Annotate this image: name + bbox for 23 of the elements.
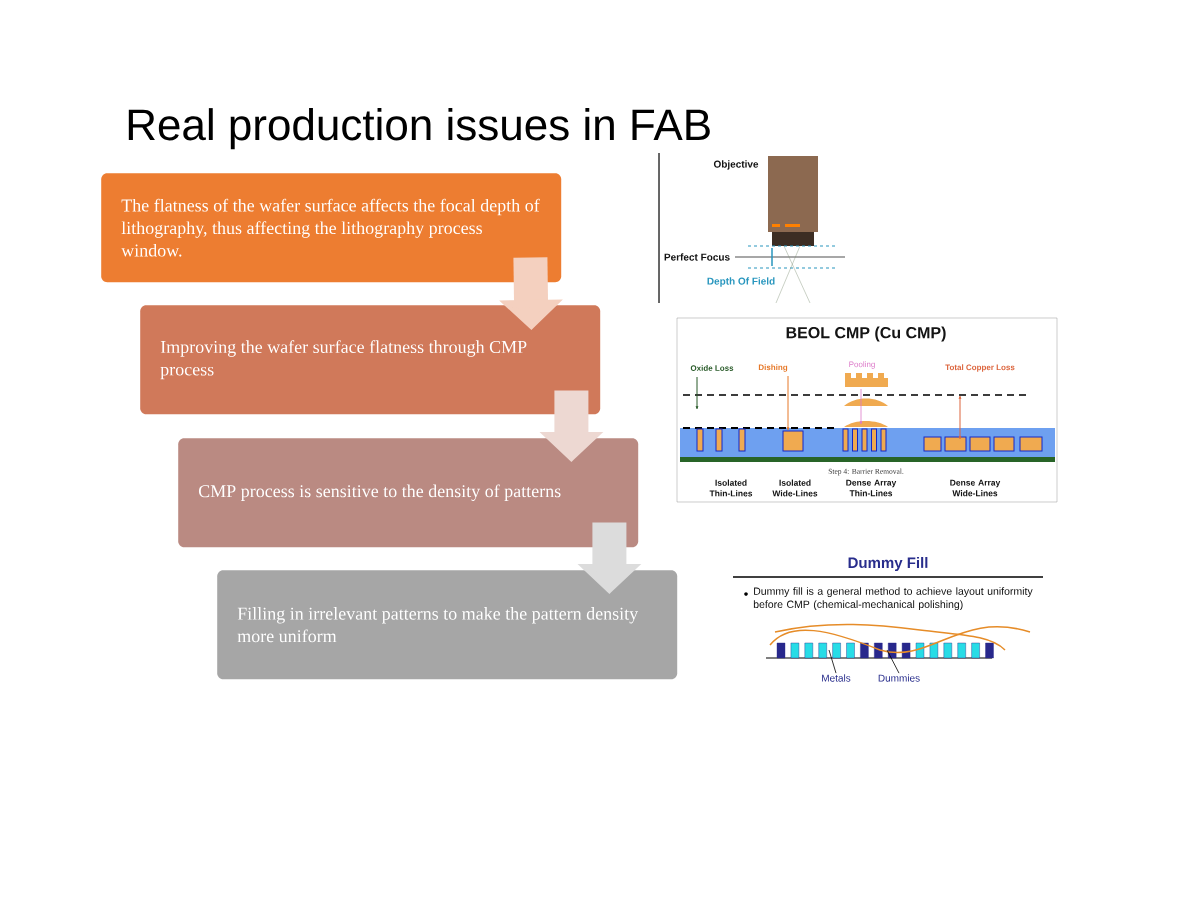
figure-title: Dummy Fill (848, 557, 928, 571)
figure-label: Isolated Thin-Lines (709, 479, 753, 497)
figure-label: Isolated Wide-Lines (772, 479, 818, 497)
figure-label: Perfect Focus (664, 253, 730, 261)
figure-label: Dense Array Wide-Lines (950, 479, 1001, 497)
process-box: The flatness of the wafer surface affects the focal depth of lithography, thus affecting the lithography process window. (101, 173, 562, 283)
process-box: Improving the wafer surface flatness through CMP process (140, 305, 601, 415)
figure-label: Dishing (758, 364, 788, 372)
figure-label: Total Copper Loss (945, 364, 1015, 372)
figure-label: Dense Array Thin-Lines (846, 479, 897, 497)
bullet-text: Dummy fill is a general method to achieve layout uniformity before CMP (chemical-mechanical polishing) (753, 587, 1033, 611)
figure-label: Objective (713, 160, 759, 170)
process-box: Filling in irrelevant patterns to make the pattern density more uniform (217, 570, 678, 680)
figure-title: BEOL CMP (Cu CMP) (786, 326, 946, 342)
leader-line (886, 649, 900, 674)
figure-label: Metals (822, 674, 851, 682)
figure-label: Depth Of Field (707, 277, 775, 287)
leader-line (828, 649, 837, 674)
process-box: CMP process is sensitive to the density of patterns (178, 438, 639, 548)
figure-label: Pooling (849, 361, 875, 369)
slide-title: Real production issues in FAB (128, 108, 710, 150)
figure-label: Dummies (878, 674, 920, 682)
figure-label: Oxide Loss (690, 365, 734, 371)
